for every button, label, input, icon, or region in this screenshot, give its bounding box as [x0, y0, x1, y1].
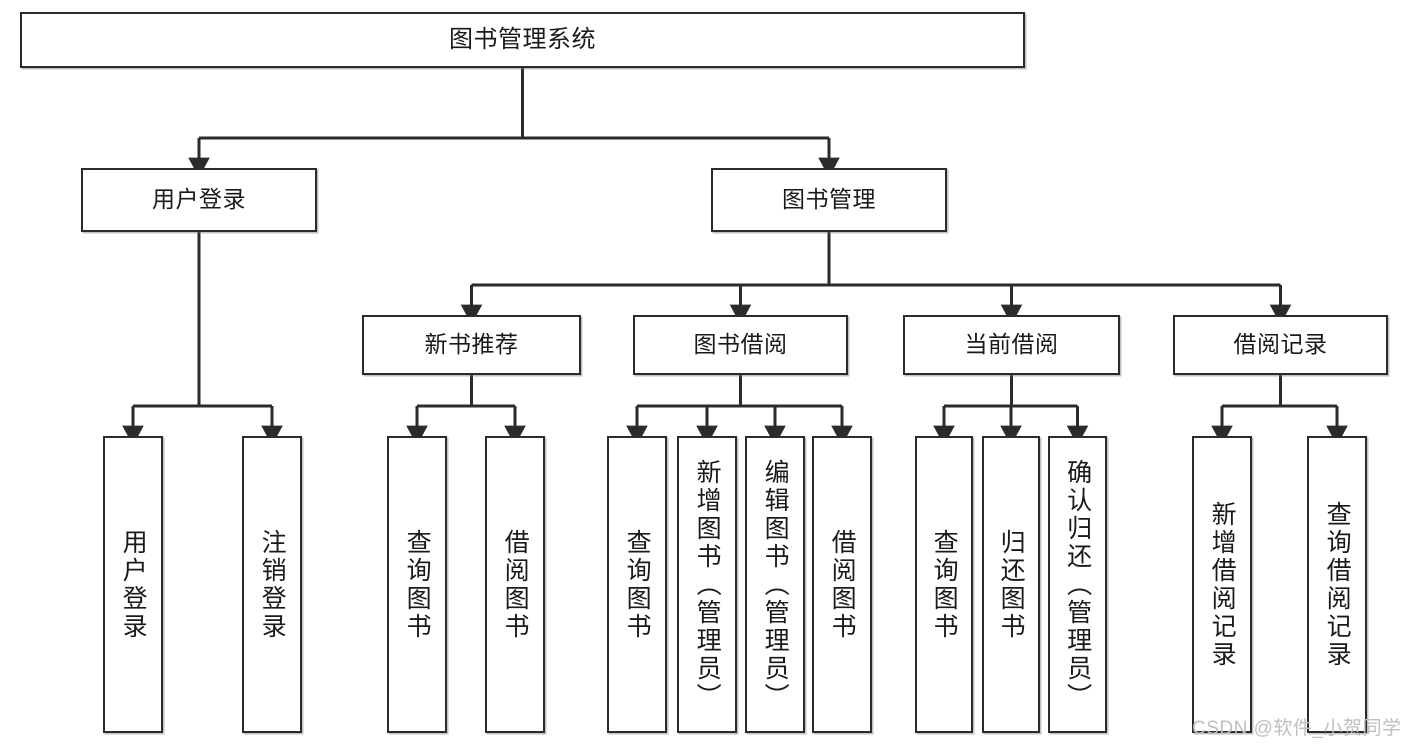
node-label: 新增图书（管理员）	[693, 458, 722, 711]
node-label: 查询借阅记录	[1323, 500, 1352, 669]
leaf-user-login[interactable]: 用户登录	[103, 436, 163, 733]
leaf-borrow-book-new[interactable]: 借阅图书	[485, 436, 545, 733]
node-label: 借阅图书	[501, 528, 530, 641]
leaf-query-book-current[interactable]: 查询图书	[915, 436, 973, 733]
node-book-borrow[interactable]: 图书借阅	[633, 315, 848, 375]
leaf-add-book-admin[interactable]: 新增图书（管理员）	[677, 436, 737, 733]
node-label: 图书借阅	[693, 331, 788, 358]
node-label: 图书管理	[782, 186, 876, 213]
csdn-watermark: CSDN @软件_小贺同学	[1192, 718, 1402, 739]
node-label: 注销登录	[258, 528, 287, 641]
node-label: 用户登录	[152, 186, 246, 213]
node-book-management[interactable]: 图书管理	[711, 168, 947, 232]
node-label: 归还图书	[997, 528, 1026, 641]
leaf-query-borrow-record[interactable]: 查询借阅记录	[1307, 436, 1367, 733]
node-label: 当前借阅	[964, 331, 1059, 358]
node-label: 图书管理系统	[449, 25, 596, 53]
node-label: 查询图书	[930, 528, 959, 641]
node-label: 借阅记录	[1233, 331, 1328, 358]
node-label: 借阅图书	[828, 528, 857, 641]
node-label: 查询图书	[403, 528, 432, 641]
leaf-borrow-book[interactable]: 借阅图书	[812, 436, 872, 733]
node-current-borrow[interactable]: 当前借阅	[903, 315, 1120, 375]
node-label: 新书推荐	[424, 331, 519, 358]
node-user-login[interactable]: 用户登录	[81, 168, 317, 232]
node-label: 查询图书	[623, 528, 652, 641]
leaf-query-book-new[interactable]: 查询图书	[387, 436, 447, 733]
node-label: 新增借阅记录	[1208, 500, 1237, 669]
node-label: 编辑图书（管理员）	[761, 458, 790, 711]
node-root[interactable]: 图书管理系统	[20, 12, 1025, 68]
node-label: 确认归还（管理员）	[1063, 458, 1092, 711]
leaf-logout[interactable]: 注销登录	[242, 436, 302, 733]
node-borrow-records[interactable]: 借阅记录	[1173, 315, 1388, 375]
leaf-confirm-return-admin[interactable]: 确认归还（管理员）	[1048, 436, 1107, 733]
node-new-book-recommend[interactable]: 新书推荐	[362, 315, 581, 375]
leaf-return-book[interactable]: 归还图书	[982, 436, 1040, 733]
leaf-query-book-borrow[interactable]: 查询图书	[607, 436, 667, 733]
leaf-edit-book-admin[interactable]: 编辑图书（管理员）	[745, 436, 805, 733]
node-label: 用户登录	[119, 528, 148, 641]
leaf-add-borrow-record[interactable]: 新增借阅记录	[1192, 436, 1252, 733]
